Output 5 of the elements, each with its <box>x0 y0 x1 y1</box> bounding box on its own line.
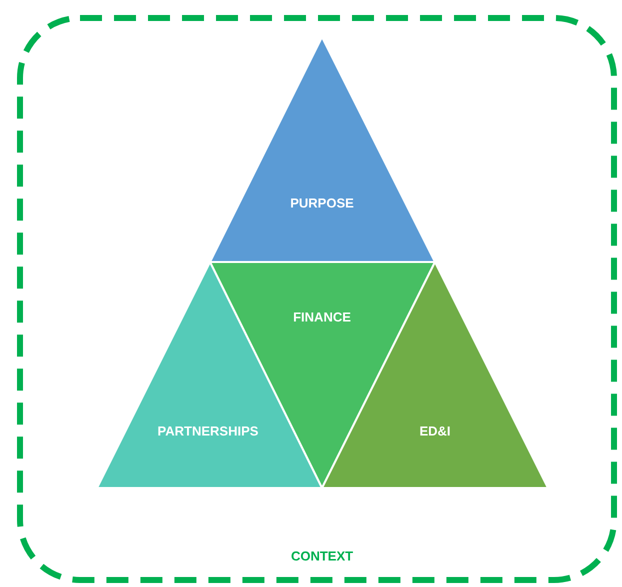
section-label: PARTNERSHIPS <box>158 424 258 438</box>
section-label: FINANCE <box>293 310 351 324</box>
section-label: PURPOSE <box>290 196 354 210</box>
section-label: ED&I <box>419 424 451 438</box>
frame-label: CONTEXT <box>290 548 354 564</box>
